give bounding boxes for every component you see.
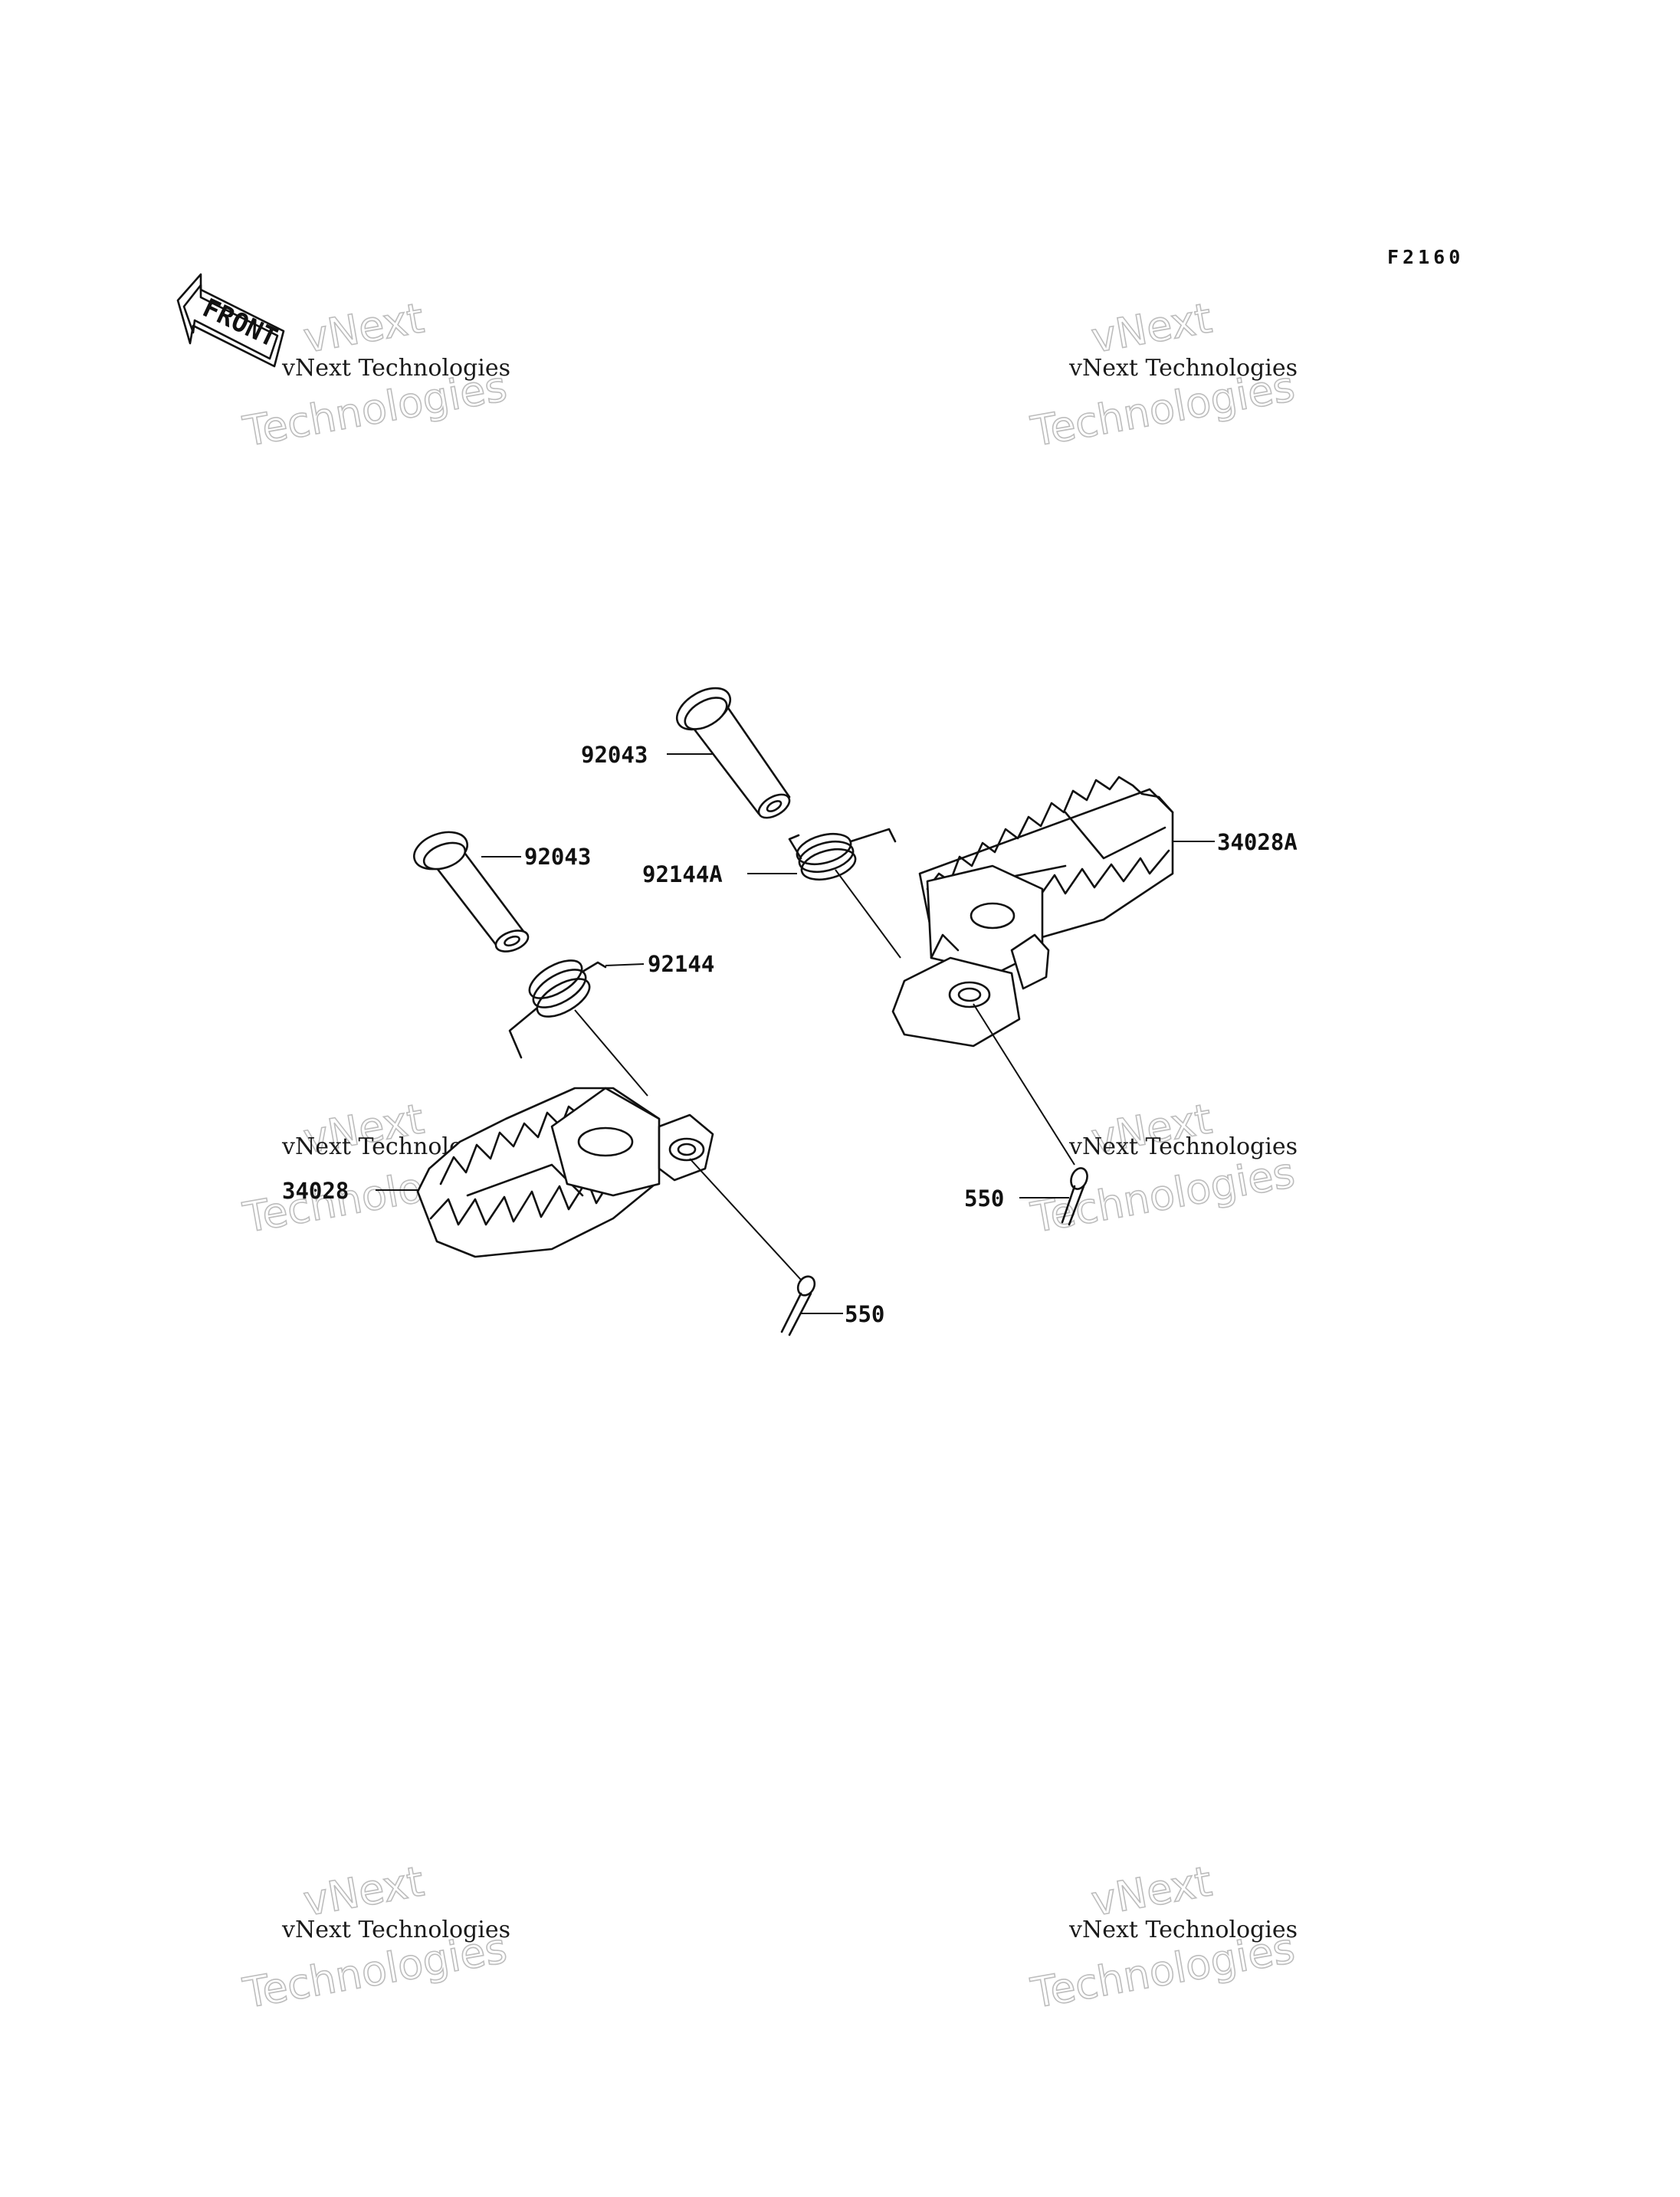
figure-code: F2160 [1387,246,1464,268]
cotter-pin-left-drawing [780,1275,816,1336]
svg-text:vNext Technologies: vNext Technologies [281,1917,510,1943]
watermark-bottom-right: vNext vNext Technologies Technologies [1027,1857,1299,2018]
svg-text:vNext: vNext [1088,293,1215,362]
cotter-pin-right-drawing [1061,1167,1088,1226]
pin-lower-drawing [413,831,530,953]
svg-text:vNext Technologies: vNext Technologies [1068,355,1298,382]
pin-upper-drawing [676,687,791,819]
footpeg-left-drawing [416,1087,714,1258]
svg-text:vNext Technologies: vNext Technologies [281,355,510,382]
spring-right-drawing [788,828,897,881]
part-label-92144A: 92144A [642,861,723,887]
footpeg-right-drawing [891,776,1174,1048]
part-label-34028: 34028 [282,1178,349,1204]
spring-left-drawing [508,959,607,1059]
watermark-top-left: vNext vNext Technologies Technologies [239,293,511,457]
svg-text:vNext: vNext [300,293,427,362]
part-label-92043-lower: 92043 [524,844,591,870]
watermark-mid-right: vNext vNext Technologies Technologies [1027,1094,1299,1243]
part-label-92043-upper: 92043 [581,742,648,768]
front-arrow-icon: FRONT [176,273,285,368]
svg-text:vNext: vNext [300,1857,427,1925]
svg-text:vNext Technologies: vNext Technologies [1068,1133,1298,1160]
svg-text:vNext Technologies: vNext Technologies [1068,1917,1298,1943]
part-label-550-left: 550 [845,1301,884,1327]
svg-text:Technologies: Technologies [1027,1149,1298,1242]
watermark-bottom-left: vNext vNext Technologies Technologies [239,1857,511,2018]
part-label-92144: 92144 [648,951,714,977]
part-label-550-right: 550 [964,1185,1004,1212]
watermark-top-right: vNext vNext Technologies Technologies [1027,293,1299,457]
svg-text:vNext: vNext [1088,1857,1215,1925]
part-label-34028A: 34028A [1217,829,1298,855]
